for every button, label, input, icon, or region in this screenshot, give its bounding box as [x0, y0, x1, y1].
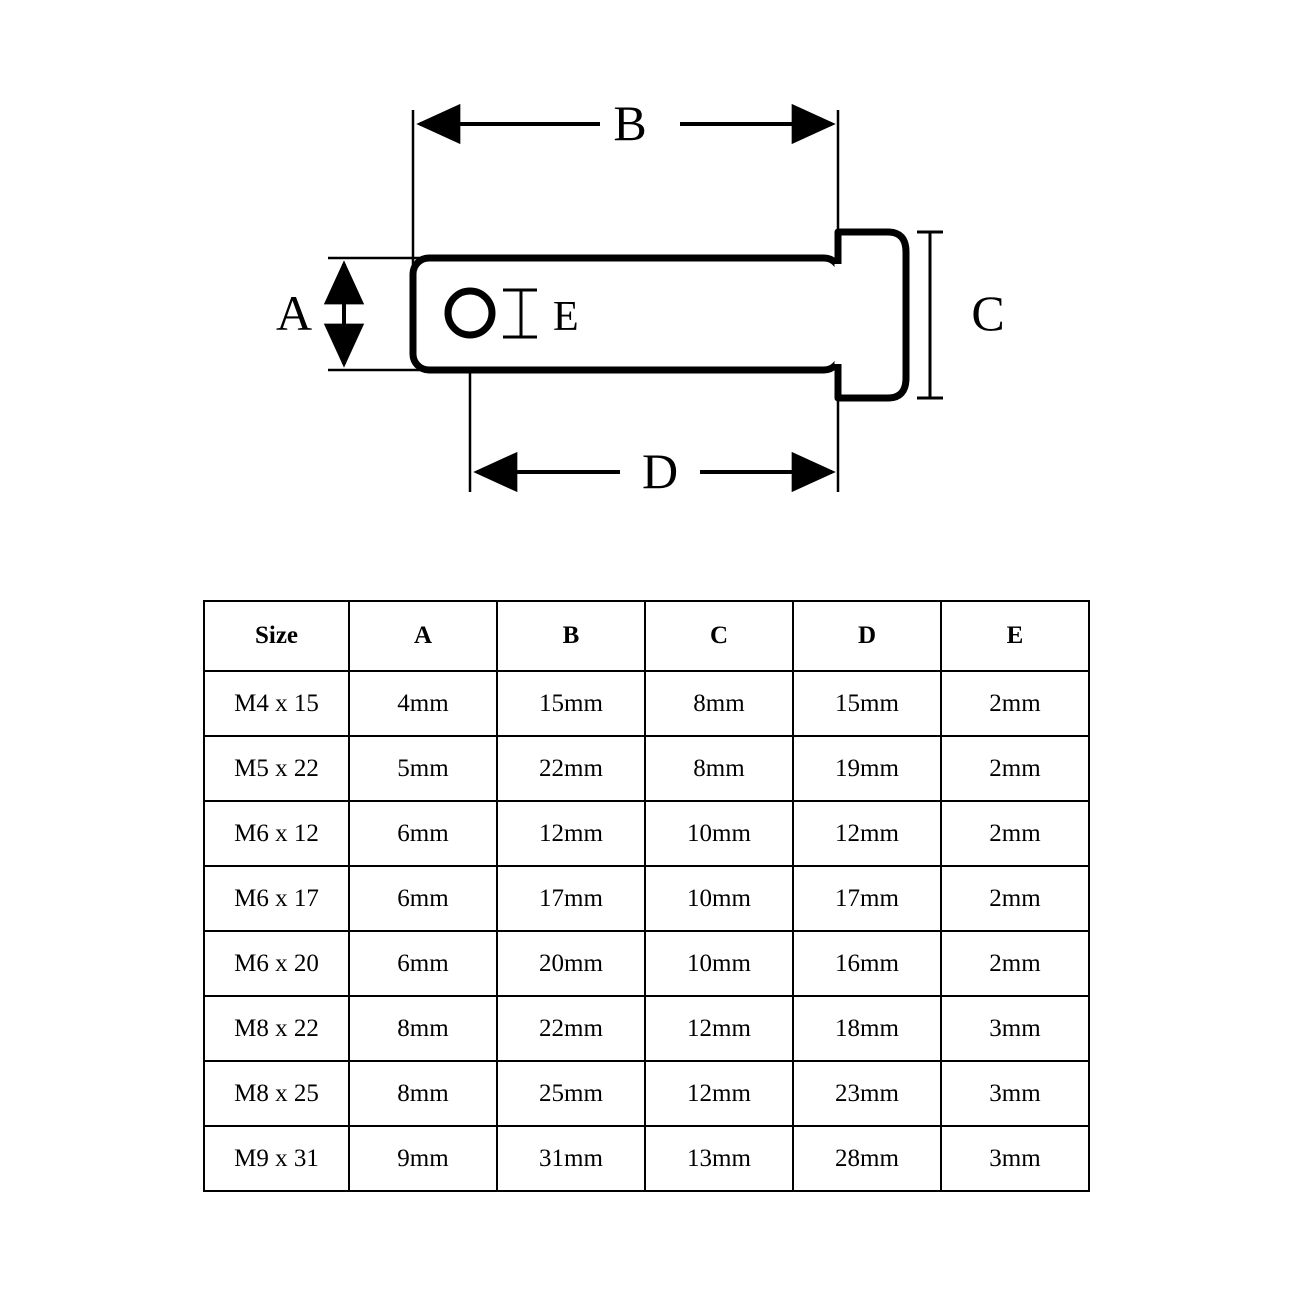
cell-b: 25mm	[496, 1060, 646, 1127]
cell-c: 10mm	[644, 800, 794, 867]
cell-c: 10mm	[644, 930, 794, 997]
table-row: M9 x 31 9mm 31mm 13mm 28mm 3mm	[203, 1125, 1090, 1192]
cell-d: 23mm	[792, 1060, 942, 1127]
cell-size: M9 x 31	[203, 1125, 350, 1192]
table-row: M6 x 20 6mm 20mm 10mm 16mm 2mm	[203, 930, 1090, 997]
dimension-d: D	[473, 443, 836, 499]
cell-a: 8mm	[348, 995, 498, 1062]
spec-table-container: Size A B C D E M4 x 15 4mm 15mm 8mm 15mm…	[203, 600, 1090, 1192]
cell-d: 18mm	[792, 995, 942, 1062]
cell-b: 22mm	[496, 995, 646, 1062]
cell-a: 5mm	[348, 735, 498, 802]
cell-d: 15mm	[792, 670, 942, 737]
cell-a: 4mm	[348, 670, 498, 737]
cell-c: 12mm	[644, 995, 794, 1062]
table-row: M4 x 15 4mm 15mm 8mm 15mm 2mm	[203, 670, 1090, 737]
pin-hole	[444, 287, 496, 339]
cell-a: 6mm	[348, 800, 498, 867]
cell-e: 2mm	[940, 800, 1090, 867]
cell-c: 13mm	[644, 1125, 794, 1192]
table-row: M8 x 25 8mm 25mm 12mm 23mm 3mm	[203, 1060, 1090, 1127]
dimension-label-b: B	[613, 95, 646, 151]
cell-d: 17mm	[792, 865, 942, 932]
cell-e: 2mm	[940, 865, 1090, 932]
table-row: M8 x 22 8mm 22mm 12mm 18mm 3mm	[203, 995, 1090, 1062]
cell-b: 22mm	[496, 735, 646, 802]
column-header-d: D	[792, 600, 942, 672]
cell-a: 8mm	[348, 1060, 498, 1127]
cell-b: 31mm	[496, 1125, 646, 1192]
cell-size: M5 x 22	[203, 735, 350, 802]
cell-e: 3mm	[940, 995, 1090, 1062]
cell-c: 8mm	[644, 670, 794, 737]
cell-b: 15mm	[496, 670, 646, 737]
technical-drawing-panel: B A C D	[0, 0, 1298, 560]
clevis-pin-drawing: B A C D	[276, 95, 1005, 499]
cell-d: 19mm	[792, 735, 942, 802]
size-specification-table: Size A B C D E M4 x 15 4mm 15mm 8mm 15mm…	[203, 600, 1090, 1192]
pin-head	[834, 228, 910, 402]
cell-size: M6 x 12	[203, 800, 350, 867]
cell-b: 17mm	[496, 865, 646, 932]
cell-size: M6 x 17	[203, 865, 350, 932]
cell-c: 10mm	[644, 865, 794, 932]
cell-e: 2mm	[940, 670, 1090, 737]
table-row: M5 x 22 5mm 22mm 8mm 19mm 2mm	[203, 735, 1090, 802]
dimension-c	[917, 230, 943, 400]
cell-size: M8 x 22	[203, 995, 350, 1062]
cell-size: M8 x 25	[203, 1060, 350, 1127]
dimension-label-c: C	[971, 285, 1004, 341]
cell-size: M6 x 20	[203, 930, 350, 997]
column-header-c: C	[644, 600, 794, 672]
cell-c: 8mm	[644, 735, 794, 802]
dimension-e	[503, 288, 537, 339]
cell-size: M4 x 15	[203, 670, 350, 737]
cell-d: 16mm	[792, 930, 942, 997]
cell-d: 12mm	[792, 800, 942, 867]
pin-body	[409, 228, 910, 402]
table-row: M6 x 17 6mm 17mm 10mm 17mm 2mm	[203, 865, 1090, 932]
cell-c: 12mm	[644, 1060, 794, 1127]
table-body: M4 x 15 4mm 15mm 8mm 15mm 2mm M5 x 22 5m…	[203, 670, 1090, 1192]
column-header-size: Size	[203, 600, 350, 672]
table-header-row: Size A B C D E	[203, 600, 1090, 672]
column-header-b: B	[496, 600, 646, 672]
dimension-label-a: A	[276, 285, 312, 341]
dimension-label-e: E	[553, 294, 579, 340]
column-header-e: E	[940, 600, 1090, 672]
cell-e: 2mm	[940, 930, 1090, 997]
cell-e: 3mm	[940, 1125, 1090, 1192]
dimension-label-d: D	[642, 443, 678, 499]
cell-e: 2mm	[940, 735, 1090, 802]
cell-e: 3mm	[940, 1060, 1090, 1127]
cell-b: 12mm	[496, 800, 646, 867]
cell-b: 20mm	[496, 930, 646, 997]
cell-a: 9mm	[348, 1125, 498, 1192]
dimension-a: A	[276, 260, 365, 368]
table-row: M6 x 12 6mm 12mm 10mm 12mm 2mm	[203, 800, 1090, 867]
dimension-b: B	[416, 95, 836, 151]
cell-d: 28mm	[792, 1125, 942, 1192]
cell-a: 6mm	[348, 865, 498, 932]
cell-a: 6mm	[348, 930, 498, 997]
column-header-a: A	[348, 600, 498, 672]
